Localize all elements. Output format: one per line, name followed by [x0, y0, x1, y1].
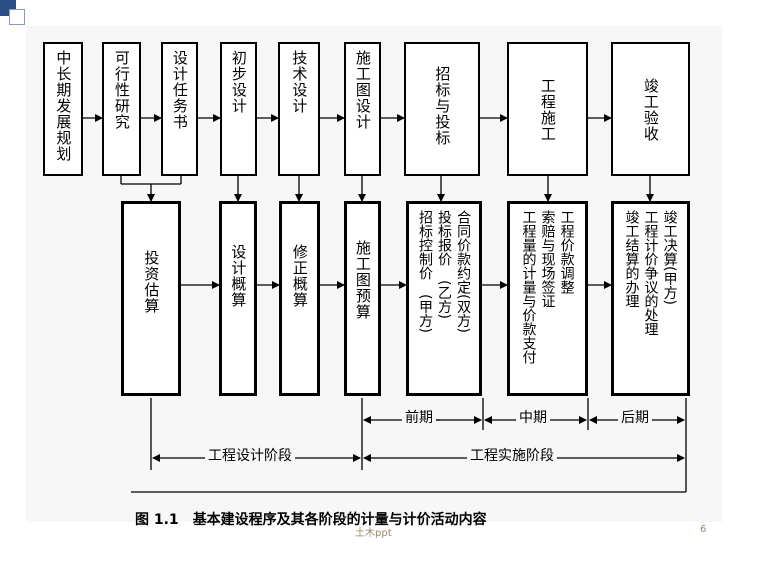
figure-caption: 图 1.1 基本建设程序及其各阶段的计量与计价活动内容 [135, 509, 487, 529]
box-construction: 工程施工 [507, 42, 588, 176]
box-label: 技术设计 [290, 50, 309, 114]
figure-number: 图 1.1 [135, 512, 179, 528]
bid-item-control-price: 招标控制价 (甲方) [416, 210, 433, 333]
construction-item-claims: 索赔与现场签证 [539, 210, 556, 308]
phase-early-label: 前期 [402, 410, 436, 426]
construction-item-payment: 工程量的计量与价款支付 [520, 210, 537, 364]
bid-item-contract: 合同价款约定(双方) [455, 210, 472, 333]
construction-item-adjustment: 工程价款调整 [558, 210, 575, 294]
box-label: 投资估算 [142, 250, 161, 314]
box-label: 招标与投标 [433, 66, 452, 146]
box-bidding: 招标与投标 [404, 42, 480, 176]
box-label: 施工图设计 [353, 50, 372, 130]
box-label: 中长期发展规划 [54, 50, 73, 162]
phase-late-label: 后期 [618, 410, 652, 426]
box-technical-design: 技术设计 [278, 42, 320, 176]
box-label: 工程施工 [538, 78, 557, 142]
slide-corner-square [9, 9, 25, 25]
box-label: 可行性研究 [112, 50, 131, 130]
implementation-stage-label: 工程实施阶段 [467, 448, 557, 464]
design-stage-label: 工程设计阶段 [205, 448, 295, 464]
box-construction-items: 工程价款调整 索赔与现场签证 工程量的计量与价款支付 [507, 201, 588, 396]
box-label: 修正概算 [290, 244, 309, 308]
acceptance-item-settlement: 竣工结算的办理 [623, 210, 640, 308]
box-investment-estimate: 投资估算 [121, 201, 181, 396]
box-acceptance-items: 竣工决算(甲方) 工程计价争议的处理 竣工结算的办理 [611, 201, 690, 396]
box-label: 施工图预算 [353, 240, 372, 320]
phase-middle-label: 中期 [516, 410, 550, 426]
box-construction-drawing-design: 施工图设计 [344, 42, 381, 176]
box-preliminary-design: 初步设计 [220, 42, 257, 176]
box-design-estimate: 设计概算 [219, 201, 257, 396]
box-construction-budget: 施工图预算 [344, 201, 381, 396]
box-design-task: 设计任务书 [161, 42, 198, 176]
page-number: 6 [700, 524, 707, 535]
box-revised-estimate: 修正概算 [279, 201, 320, 396]
figure-title: 基本建设程序及其各阶段的计量与计价活动内容 [192, 512, 487, 528]
box-acceptance: 竣工验收 [611, 42, 690, 176]
footer-text: 土木ppt [355, 528, 392, 539]
box-bid-items: 合同价款约定(双方) 投标报价 (乙方) 招标控制价 (甲方) [406, 201, 482, 396]
acceptance-item-final-accounts: 竣工决算(甲方) [661, 210, 678, 305]
box-label: 初步设计 [229, 50, 248, 114]
box-long-term-plan: 中长期发展规划 [43, 42, 83, 176]
bid-item-quotation: 投标报价 (乙方) [436, 210, 453, 319]
acceptance-item-disputes: 工程计价争议的处理 [642, 210, 659, 336]
box-label: 竣工验收 [641, 78, 660, 142]
box-feasibility-study: 可行性研究 [102, 42, 141, 176]
box-label: 设计概算 [229, 244, 248, 308]
box-label: 设计任务书 [170, 50, 189, 130]
